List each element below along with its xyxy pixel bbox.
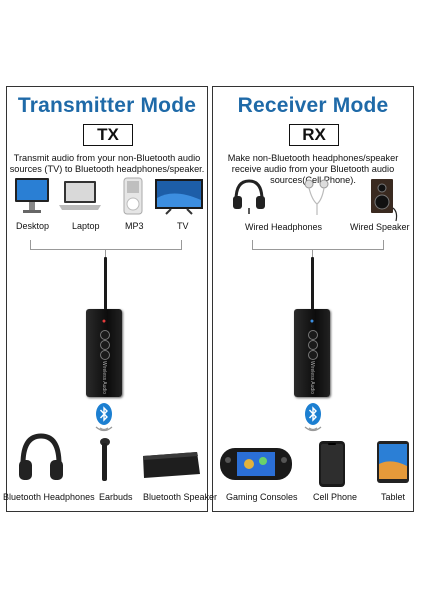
wired-speaker-icon <box>371 179 398 222</box>
source-label: TV <box>177 221 189 231</box>
rx-device: ● Wireless Audio <box>294 309 330 397</box>
source-label: Tablet <box>381 492 406 502</box>
connector-stem <box>105 249 106 257</box>
target-label: Earbuds <box>99 492 133 502</box>
output-label: Wired Speaker <box>350 222 410 232</box>
wired-earphones-icon <box>304 179 329 215</box>
tablet-icon <box>377 441 409 483</box>
aux-cable <box>104 257 107 311</box>
device-button <box>308 350 318 360</box>
aux-cable <box>311 257 314 311</box>
signal-waves-icon <box>304 426 322 432</box>
mp3-icon <box>123 177 143 215</box>
device-label: Wireless Audio <box>101 361 107 395</box>
device-button <box>100 330 110 340</box>
source-label: Desktop <box>16 221 50 231</box>
laptop-icon <box>59 181 101 210</box>
target-label: Bluetooth Speaker <box>143 492 218 502</box>
device-button <box>308 340 318 350</box>
signal-waves-icon <box>95 426 113 432</box>
tv-icon <box>155 179 203 215</box>
transmitter-description: Transmit audio from your non-Bluetooth a… <box>9 153 205 174</box>
earbuds-icon <box>100 438 110 481</box>
bluetooth-icon <box>96 403 112 425</box>
device-button <box>100 340 110 350</box>
cell-phone-icon <box>319 441 345 487</box>
receiver-description: Make non-Bluetooth headphones/speaker re… <box>227 153 399 185</box>
source-label: MP3 <box>125 221 144 231</box>
desktop-icon <box>15 178 49 213</box>
device-label: Wireless Audio <box>309 361 315 395</box>
source-label: Gaming Consoles <box>226 492 298 502</box>
source-label: Laptop <box>72 221 100 231</box>
connector-bracket <box>252 240 384 250</box>
transmitter-title: Transmitter Mode <box>17 94 197 117</box>
connector-stem <box>312 249 313 257</box>
wired-headphones-icon <box>233 179 265 214</box>
output-label: Wired Headphones <box>245 222 323 232</box>
tx-device: ● Wireless Audio <box>86 309 122 397</box>
gaming-console-icon <box>220 448 292 480</box>
device-button <box>100 350 110 360</box>
target-label: Bluetooth Headphones <box>3 492 95 502</box>
tx-led: ● <box>101 318 107 325</box>
connector-bracket <box>30 240 182 250</box>
source-label: Cell Phone <box>313 492 358 502</box>
device-button <box>308 330 318 340</box>
bluetooth-headphones-icon <box>19 433 63 480</box>
receiver-title: Receiver Mode <box>237 94 389 117</box>
rx-badge: RX <box>289 124 339 146</box>
tx-badge: TX <box>83 124 133 146</box>
rx-led: ● <box>309 318 315 325</box>
bluetooth-icon <box>305 403 321 425</box>
bluetooth-speaker-icon <box>143 452 200 478</box>
